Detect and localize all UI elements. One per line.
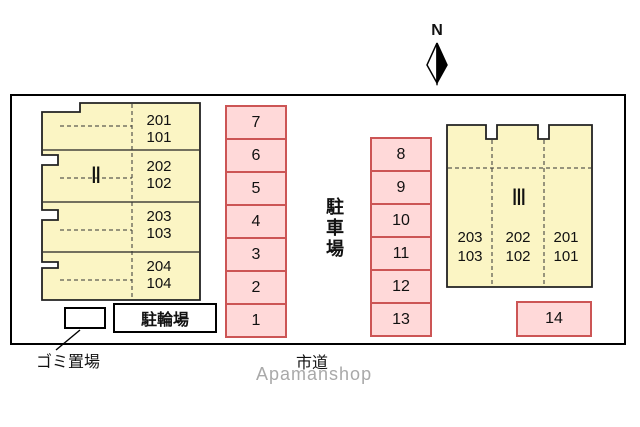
unit-202-102-b3: 202 102	[495, 228, 541, 266]
parking-space-5: 5	[225, 171, 287, 206]
parking-space-2: 2	[225, 270, 287, 305]
bicycle-parking-box: 駐輪場	[113, 303, 217, 333]
unit-204-104: 204 104	[130, 258, 188, 292]
parking-space-13: 13	[370, 302, 432, 337]
room-number: 202	[146, 158, 172, 175]
unit-203-103-b3: 203 103	[447, 228, 493, 266]
compass-icon	[426, 42, 448, 86]
unit-203-103: 203 103	[130, 208, 188, 242]
room-number: 201	[146, 112, 172, 129]
building-3-label: Ⅲ	[511, 185, 527, 210]
room-number: 101	[146, 129, 172, 146]
parking-space-9: 9	[370, 170, 432, 205]
bicycle-parking-label: 駐輪場	[140, 312, 189, 329]
parking-space-1: 1	[225, 303, 287, 338]
building-2-label: Ⅱ	[90, 163, 102, 188]
parking-space-4: 4	[225, 204, 287, 239]
compass-north-label: N	[431, 22, 443, 39]
parking-lot-label: 駐車場	[324, 197, 344, 260]
unit-201-101-b3: 201 101	[543, 228, 589, 266]
unit-201-101: 201 101	[130, 112, 188, 146]
room-number: 103	[146, 225, 172, 242]
parking-space-8: 8	[370, 137, 432, 172]
room-number: 103	[457, 248, 483, 265]
garbage-area-box	[64, 307, 106, 329]
parking-space-14: 14	[516, 301, 592, 337]
garbage-area-label: ゴミ置場	[36, 354, 101, 371]
room-number: 204	[146, 258, 172, 275]
parking-space-6: 6	[225, 138, 287, 173]
room-number: 104	[146, 275, 172, 292]
room-number: 102	[146, 175, 172, 192]
room-number: 201	[553, 229, 579, 246]
room-number: 102	[505, 248, 531, 265]
room-number: 203	[457, 229, 483, 246]
road-label: 市道	[296, 355, 329, 372]
watermark: Apamanshop	[256, 364, 373, 384]
parking-space-7: 7	[225, 105, 287, 140]
parking-space-11: 11	[370, 236, 432, 271]
unit-202-102: 202 102	[130, 158, 188, 192]
parking-space-12: 12	[370, 269, 432, 304]
room-number: 101	[553, 248, 579, 265]
room-number: 203	[146, 208, 172, 225]
parking-space-3: 3	[225, 237, 287, 272]
parking-space-10: 10	[370, 203, 432, 238]
room-number: 202	[505, 229, 531, 246]
